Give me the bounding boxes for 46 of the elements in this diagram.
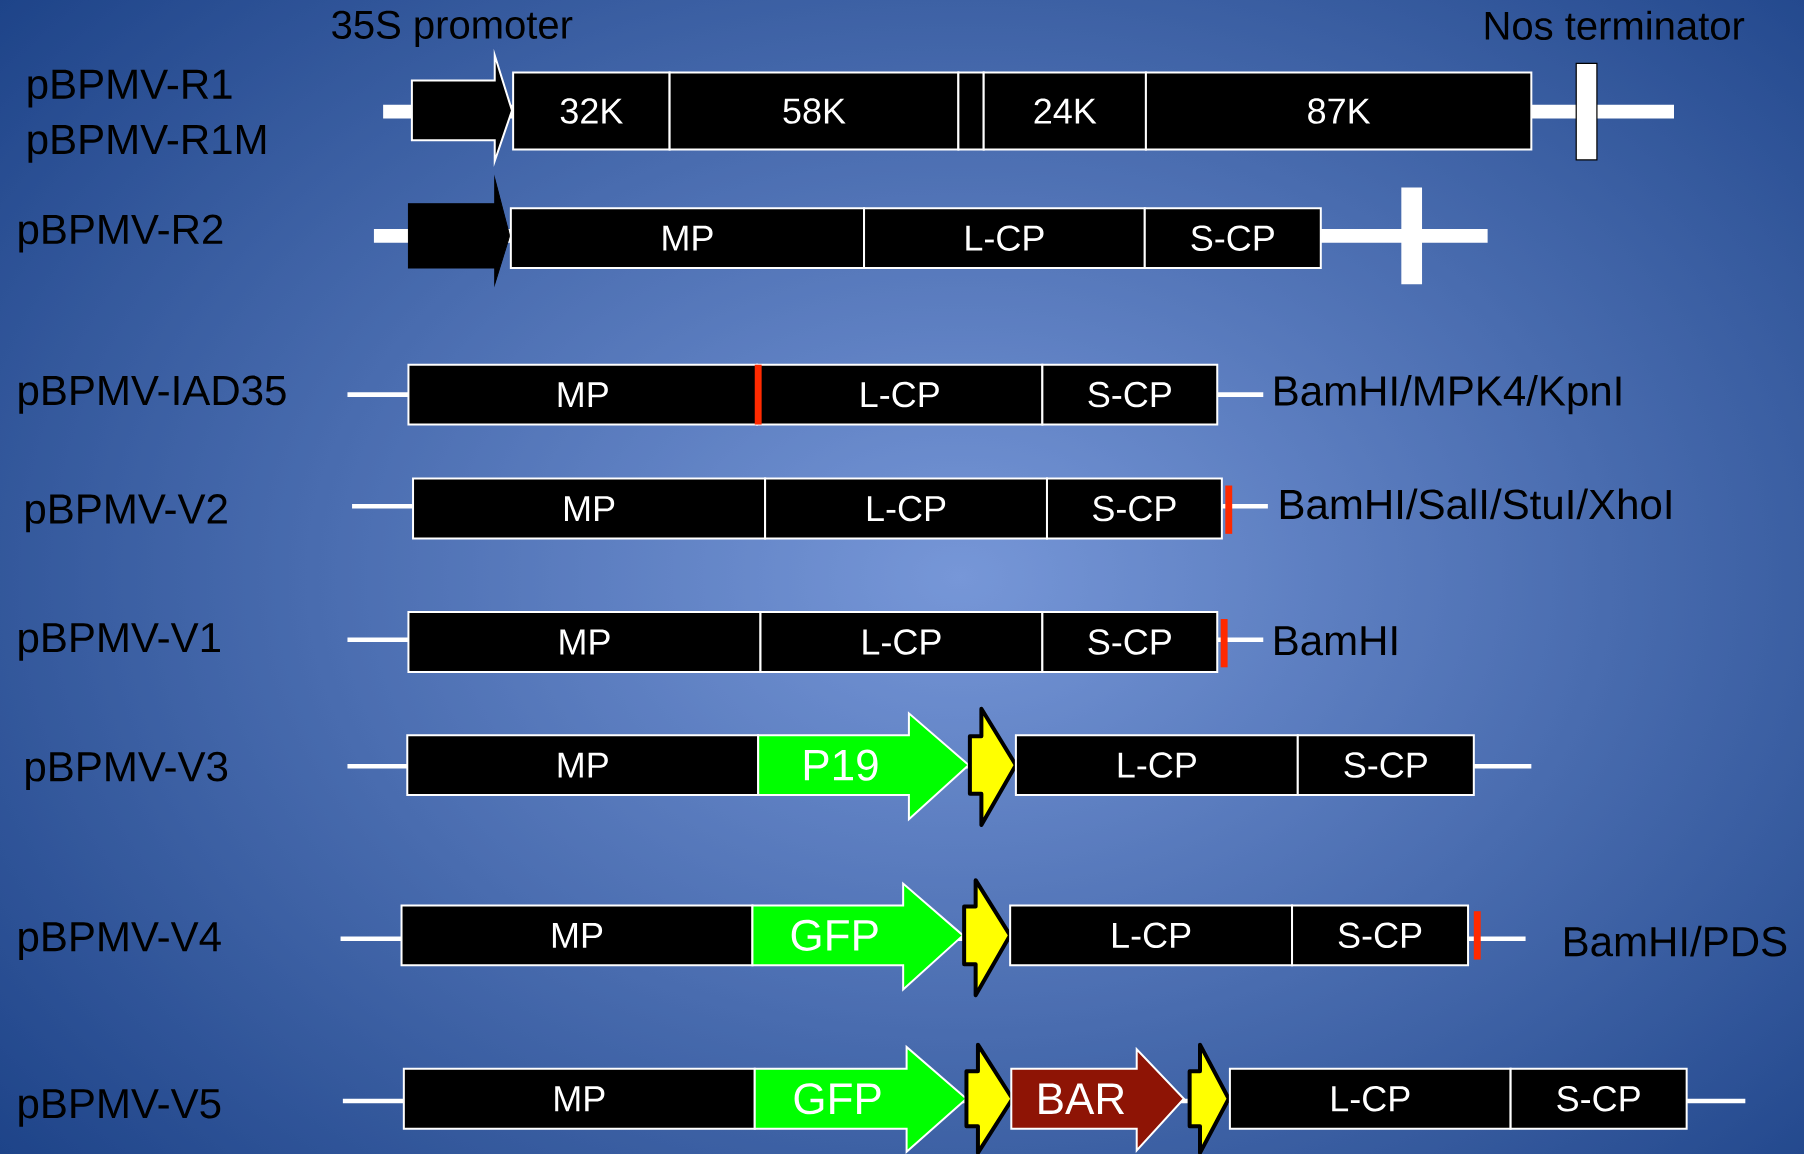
- gene-segment: S-CP: [1041, 363, 1219, 426]
- reporter-gene-block: BAR: [1010, 1046, 1186, 1154]
- node-label: Nos terminator: [1485, 10, 1745, 40]
- construct-label: BamHI/MPK4/KpnI: [1275, 375, 1621, 415]
- gene-segment: MP: [400, 904, 754, 967]
- gene-segment: MP: [407, 611, 762, 673]
- gene-segment: S-CP: [1046, 477, 1223, 540]
- gene-segment: MP: [509, 207, 866, 270]
- reporter-gene-block: GFP: [753, 1044, 968, 1154]
- construct-label: BamHI/SalI/StuI/XhoI: [1280, 488, 1671, 520]
- gene-segment: S-CP: [1509, 1067, 1688, 1130]
- gene-segment: L-CP: [1014, 734, 1299, 797]
- construct-label: pBPMV-R1M: [28, 125, 266, 163]
- gene-segment: MP: [402, 1067, 756, 1130]
- construct-label: pBPMV-R1: [28, 69, 232, 108]
- promoter-symbol: [407, 177, 511, 285]
- reporter-gene-block: P19: [757, 711, 971, 822]
- gene-segment: L-CP: [1228, 1067, 1512, 1130]
- linker-symbol: [967, 706, 1018, 827]
- gene-segment: L-CP: [1009, 904, 1294, 967]
- gene-segment: S-CP: [1291, 904, 1470, 967]
- gene-segment: MP: [406, 734, 760, 797]
- gene-segment: S-CP: [1041, 611, 1219, 673]
- gene-segment: 32K: [512, 71, 671, 151]
- gene-segment: S-CP: [1143, 207, 1322, 270]
- construct-label: BamHI: [1275, 626, 1397, 656]
- construct-label: pBPMV-V4: [19, 922, 221, 960]
- construct-label: pBPMV-IAD35: [19, 375, 286, 414]
- gene-segment: MP: [407, 363, 759, 426]
- construct-label: pBPMV-V5: [19, 1089, 221, 1127]
- construct-label: pBPMV-R2: [19, 214, 223, 253]
- gene-segment: [957, 71, 985, 151]
- terminator-bar: [1401, 187, 1423, 285]
- node-label: 35S promoter: [332, 10, 573, 47]
- construct-label: pBPMV-V3: [26, 751, 228, 790]
- gene-segment: L-CP: [756, 363, 1044, 426]
- construct-label: pBPMV-V2: [26, 494, 227, 533]
- linker-symbol: [1187, 1042, 1231, 1154]
- gene-segment: L-CP: [863, 207, 1146, 270]
- reporter-gene-block: GFP: [751, 881, 965, 992]
- construct-label: pBPMV-V1: [19, 623, 220, 661]
- construct-label: BamHI/PDS: [1565, 925, 1787, 957]
- gene-segment: L-CP: [764, 477, 1048, 540]
- gene-segment: L-CP: [759, 611, 1044, 673]
- gene-segment: MP: [412, 477, 767, 540]
- gene-segment: S-CP: [1296, 734, 1475, 797]
